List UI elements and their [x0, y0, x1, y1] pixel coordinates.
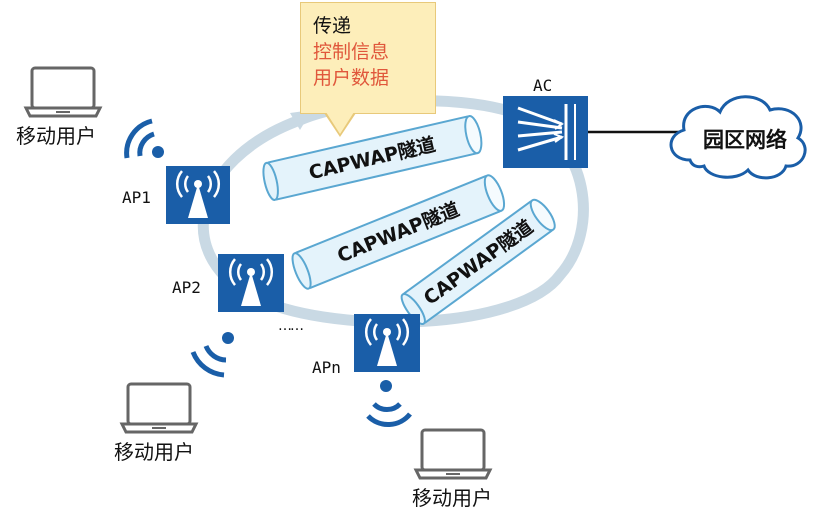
- cloud-icon: [669, 95, 807, 180]
- callout-line-1: 传递: [313, 15, 352, 37]
- callout-line-3: 用户数据: [313, 67, 390, 89]
- access-point-icon: [166, 166, 230, 224]
- mobile-user-label: 移动用户: [16, 124, 96, 148]
- more-aps-ellipsis: ……: [278, 318, 304, 334]
- access-controller-icon: [503, 96, 588, 168]
- mobile-user-label: 移动用户: [412, 486, 492, 510]
- ap2-label: AP2: [172, 278, 201, 297]
- laptop-icon: [119, 382, 199, 434]
- callout-line-2: 控制信息: [313, 41, 390, 63]
- wifi-signal-icon: [190, 332, 234, 378]
- ap1-label: AP1: [122, 188, 151, 207]
- access-point-icon: [218, 254, 284, 312]
- access-point-icon: [354, 314, 420, 372]
- callout-tail: [326, 112, 354, 134]
- campus-network-label: 园区网络: [703, 128, 787, 152]
- data-flow-ring: [197, 95, 589, 328]
- callout-box: 传递 控制信息 用户数据: [300, 2, 436, 114]
- laptop-icon: [23, 66, 103, 118]
- mobile-user-label: 移动用户: [114, 440, 194, 464]
- wifi-signal-icon: [366, 380, 412, 428]
- laptop-icon: [413, 428, 493, 480]
- apn-label: APn: [312, 358, 341, 377]
- ac-label: AC: [533, 76, 553, 95]
- wifi-signal-icon: [124, 118, 164, 159]
- ring-arrow-head: [290, 110, 312, 130]
